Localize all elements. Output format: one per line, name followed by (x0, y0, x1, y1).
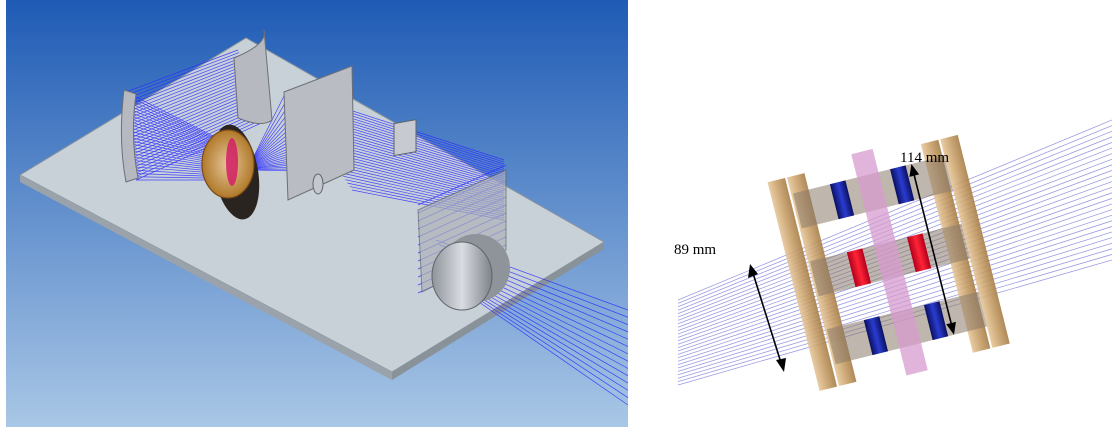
ray-line (135, 114, 266, 174)
blue-lens-top-right (890, 165, 915, 205)
ray-line (417, 164, 507, 206)
blue-lens-top-left (829, 180, 855, 220)
red-lens-right (906, 233, 932, 273)
large-cylinder-lens (431, 241, 493, 311)
lens-assembly (767, 134, 1010, 391)
bench-plate-edge (20, 175, 392, 380)
ray-line (126, 57, 242, 103)
arrowhead-top-89 (748, 264, 758, 278)
dimension-arrow-114mm (912, 169, 954, 330)
ray-line (466, 285, 628, 384)
ray-line (126, 52, 240, 96)
arrowhead-bot-89 (776, 358, 786, 372)
ray-line (131, 85, 254, 138)
curved-mirror-left (120, 89, 139, 183)
ray-line (130, 80, 252, 132)
ray-line (472, 295, 628, 398)
optical-bench-render (6, 0, 628, 427)
blue-lens-bot-left (863, 316, 889, 356)
bench-plate-edge-right (392, 242, 604, 380)
ray-line (251, 95, 290, 161)
ray-line (132, 93, 258, 148)
ray-line (129, 73, 249, 122)
ray-line (131, 88, 255, 142)
lens-red-element (226, 138, 238, 186)
bronze-plate-1 (767, 177, 838, 391)
ray-line (677, 130, 1112, 308)
ray-line (128, 70, 248, 119)
ray-line (130, 83, 253, 135)
bronze-plate-4 (940, 134, 1010, 348)
ray-line (127, 60, 243, 106)
small-grid-element (393, 119, 417, 157)
small-lens (312, 173, 324, 195)
ray-line (134, 111, 265, 171)
lens-assembly-detail: 114 mm 89 mm (674, 119, 1112, 391)
red-lens-left (846, 248, 872, 288)
curved-mirror-top (233, 29, 273, 124)
dimension-label-114mm: 114 mm (900, 150, 949, 166)
ray-line (135, 117, 268, 178)
ray-line (677, 147, 1112, 318)
ray-line (677, 153, 1112, 321)
ray-line (135, 119, 269, 181)
ray-line (251, 91, 287, 161)
ray-line (131, 91, 256, 145)
arrowhead-top-114 (909, 163, 920, 177)
ray-line (469, 290, 628, 391)
dimension-arrow-89mm (751, 269, 783, 367)
ray-line (127, 62, 244, 109)
ray-line (126, 54, 241, 99)
pink-filter-strip (851, 148, 928, 376)
ray-line (125, 49, 239, 93)
ray-line (128, 67, 246, 116)
ray-line (677, 136, 1112, 311)
ray-line (129, 75, 250, 125)
ray-line (677, 142, 1112, 314)
arrowhead-bot-114 (946, 321, 956, 335)
ray-line (129, 78, 251, 129)
ray-line (128, 65, 245, 112)
blue-lens-bot-right (923, 301, 949, 341)
folding-mirror-panel (283, 65, 355, 201)
ray-line (475, 299, 628, 406)
dimension-label-89mm: 89 mm (674, 242, 716, 258)
